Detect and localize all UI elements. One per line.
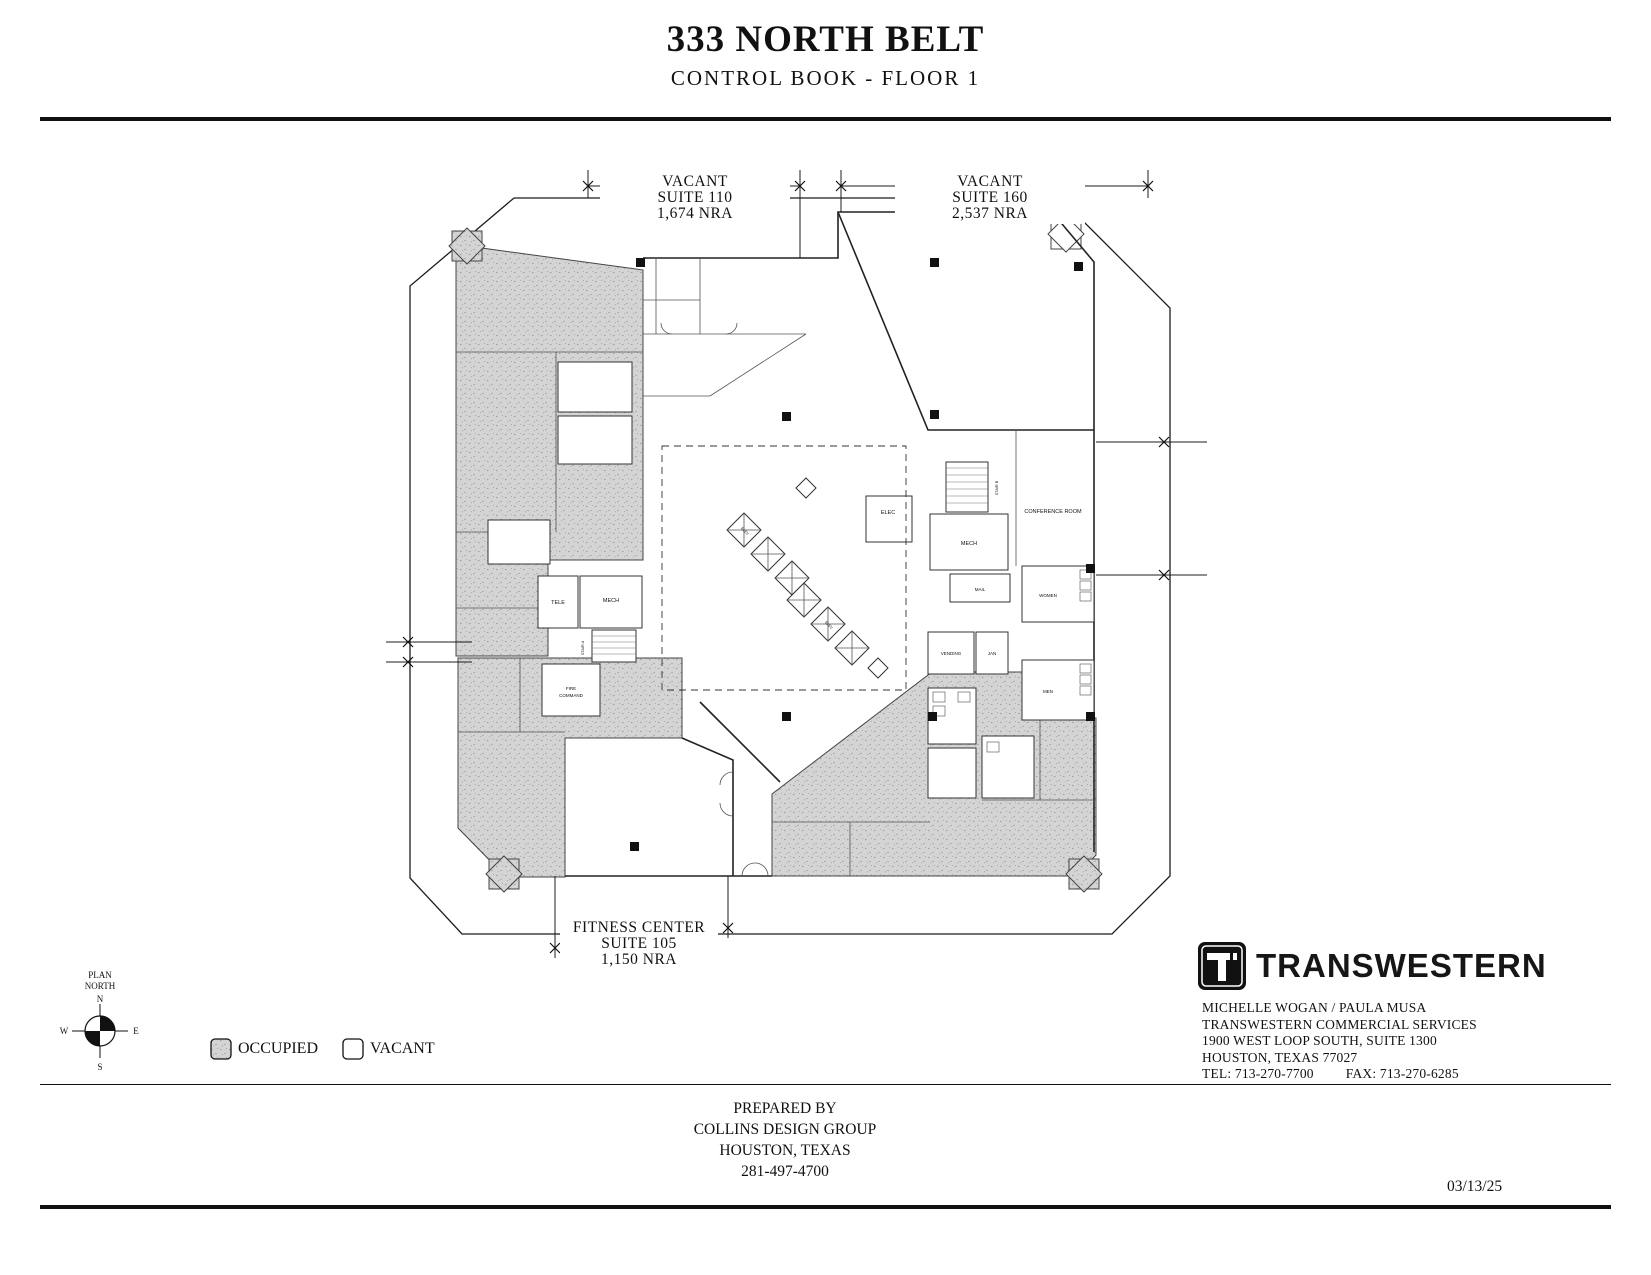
room-label-vending: VENDING: [941, 651, 962, 656]
room-label-conference: CONFERENCE ROOM: [1024, 509, 1082, 515]
room-label-jan: JAN: [988, 651, 997, 656]
room-label-elec: ELEC: [881, 510, 895, 516]
footer-prepared-by: PREPARED BY: [733, 1100, 837, 1117]
compass-w: W: [60, 1026, 69, 1036]
room-label-women: WOMEN: [1039, 593, 1057, 598]
compass-rose: PLAN NORTH N W E S: [60, 970, 140, 1072]
room-label-mech-left: MECH: [603, 598, 619, 604]
mid-divider: [40, 1084, 1611, 1085]
room-label-mech-right: MECH: [961, 541, 977, 547]
bottom-divider: [40, 1205, 1611, 1209]
suite-160-area: 2,537 NRA: [952, 205, 1028, 222]
suite-110-partitions: [643, 258, 807, 397]
legend-item-occupied: OCCUPIED: [210, 1038, 318, 1060]
contact-line-agents: MICHELLE WOGAN / PAULA MUSA: [1202, 1000, 1427, 1015]
suite-110-label: VACANT SUITE 110 1,674 NRA: [600, 172, 790, 224]
room-label-command: COMMAND: [559, 693, 583, 698]
suite-110-number: SUITE 110: [657, 189, 733, 206]
room-label-fire: FIRE: [566, 686, 576, 691]
legend-occupied-label: OCCUPIED: [238, 1040, 319, 1057]
compass-e: E: [133, 1026, 139, 1036]
transwestern-logo-icon: [1198, 942, 1246, 990]
room-label-elev-2: ELEV: [824, 620, 834, 630]
room-label-stair-b: STAIR B: [995, 480, 999, 495]
vacant-swatch-icon: [342, 1038, 364, 1060]
room-label-mail: MAIL: [975, 587, 986, 592]
corner-ornaments: [448, 215, 1103, 893]
suite-160-label: VACANT SUITE 160 2,537 NRA: [895, 172, 1085, 224]
page-title: 333 NORTH BELT: [666, 19, 985, 60]
footer-block: PREPARED BY COLLINS DESIGN GROUP HOUSTON…: [535, 1098, 1035, 1182]
compass-plan-word: PLAN: [88, 970, 112, 980]
occupied-swatch-icon: [210, 1038, 232, 1060]
southeast-wing-partitions: [772, 687, 1096, 876]
contact-block: MICHELLE WOGAN / PAULA MUSA TRANSWESTERN…: [1202, 1000, 1477, 1083]
door-arcs: [719, 771, 769, 877]
contact-line-company: TRANSWESTERN COMMERCIAL SERVICES: [1202, 1016, 1477, 1032]
structural-columns: [630, 258, 1095, 851]
west-wing-partitions: [456, 351, 643, 733]
contact-tel: TEL: 713-270-7700: [1202, 1066, 1314, 1081]
suite-105-label: FITNESS CENTER SUITE 105 1,150 NRA: [560, 918, 718, 970]
floor-plan: TELE MECH FIRE COMMAND ELEC MECH MAIL WO…: [386, 170, 1207, 958]
suite-105-area: 1,150 NRA: [601, 951, 677, 968]
footer-phone: 281-497-4700: [741, 1163, 829, 1180]
suite-110-area: 1,674 NRA: [657, 205, 733, 222]
brand-block: TRANSWESTERN: [1198, 942, 1547, 990]
compass-n: N: [97, 994, 104, 1004]
suite-105-number: SUITE 105: [601, 935, 677, 952]
suite-160-status: VACANT: [957, 173, 1023, 190]
room-label-men: MEN: [1043, 689, 1053, 694]
suite-160-number: SUITE 160: [952, 189, 1028, 206]
compass-s: S: [97, 1062, 102, 1072]
room-label-elev-1: ELEV: [740, 526, 750, 536]
compass-north-word: NORTH: [85, 981, 116, 991]
suite-110-status: VACANT: [662, 173, 728, 190]
top-divider: [40, 117, 1611, 121]
footer-company: COLLINS DESIGN GROUP: [693, 1121, 877, 1138]
elevator-bank: [726, 477, 889, 679]
transwestern-wordmark: TRANSWESTERN: [1256, 947, 1547, 984]
legend-vacant-label: VACANT: [370, 1040, 435, 1057]
core-rooms: [537, 430, 1095, 721]
page-subtitle: CONTROL BOOK - FLOOR 1: [670, 66, 981, 90]
contact-line-city: HOUSTON, TEXAS 77027: [1202, 1049, 1358, 1065]
suite-105-name: FITNESS CENTER: [572, 919, 706, 936]
legend-item-vacant: VACANT: [342, 1038, 435, 1060]
plan-date: 03/13/25: [1447, 1178, 1503, 1195]
footer-city: HOUSTON, TEXAS: [719, 1142, 851, 1159]
room-label-stair-a: STAIR A: [581, 640, 585, 655]
legend: OCCUPIED VACANT: [210, 1038, 435, 1060]
lobby-dashed-boundary: [661, 445, 907, 691]
contact-line-street: 1900 WEST LOOP SOUTH, SUITE 1300: [1202, 1033, 1437, 1048]
room-labels: TELE MECH FIRE COMMAND ELEC MECH MAIL WO…: [551, 480, 1082, 698]
contact-fax: FAX: 713-270-6285: [1345, 1066, 1459, 1081]
room-label-tele: TELE: [551, 600, 565, 606]
